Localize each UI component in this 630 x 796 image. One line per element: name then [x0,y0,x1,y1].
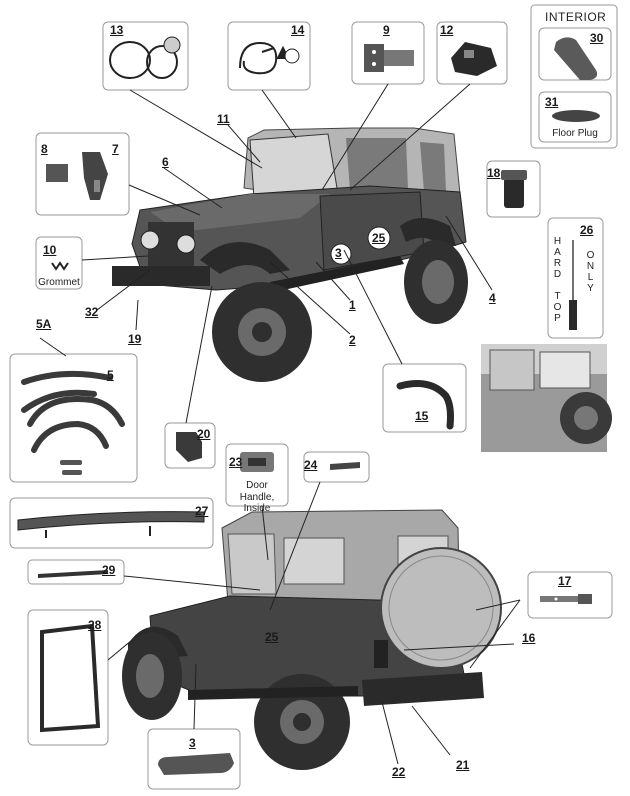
part-17-drawing [540,594,592,604]
callout-2[interactable]: 2 [349,333,356,347]
callout-22[interactable]: 22 [392,765,406,779]
callout-27[interactable]: 27 [195,504,209,518]
part-8-7-drawing [46,152,108,200]
callout-25-rear[interactable]: 25 [265,630,279,644]
callout-32[interactable]: 32 [85,305,99,319]
callout-29[interactable]: 29 [102,563,116,577]
callout-30[interactable]: 30 [590,31,604,45]
panel-17-bracket[interactable] [527,571,613,619]
callout-16[interactable]: 16 [522,631,536,645]
callout-19[interactable]: 19 [128,332,142,346]
panel-26-antenna[interactable] [547,217,604,339]
part-13-drawing [109,36,181,79]
hard-top-text: HARD TOP [552,236,563,324]
panel-28-seal[interactable] [27,609,109,746]
callout-3-front[interactable]: 3 [335,246,342,260]
part-23-drawing [240,452,274,472]
part-31-drawing [552,110,600,122]
callout-4[interactable]: 4 [489,291,496,305]
callout-23[interactable]: 23 [229,455,243,469]
part-9-drawing [364,44,414,72]
callout-25-front[interactable]: 25 [372,231,386,245]
part-30-drawing [554,37,598,80]
callout-5[interactable]: 5 [107,368,114,382]
callout-13[interactable]: 13 [110,23,124,37]
part-26-drawing [569,240,577,330]
callout-6[interactable]: 6 [162,155,169,169]
callout-10[interactable]: 10 [43,243,57,257]
floor-plug-caption: Floor Plug [552,128,598,139]
callout-12[interactable]: 12 [440,23,454,37]
part-5-small-drawing [60,460,82,475]
front-vehicle [112,127,468,382]
callout-14[interactable]: 14 [291,23,305,37]
callout-20[interactable]: 20 [197,427,211,441]
callout-3-rear[interactable]: 3 [189,736,196,750]
grommet-caption: Grommet [38,277,80,288]
callout-21[interactable]: 21 [456,758,470,772]
part-28-drawing [40,623,101,733]
callout-8[interactable]: 8 [41,142,48,156]
hardtop-photo [481,344,612,452]
callout-18[interactable]: 18 [487,166,501,180]
part-29-drawing [38,570,108,578]
part-14-drawing [239,41,300,75]
callout-26[interactable]: 26 [580,223,594,237]
part-20-drawing [176,432,202,462]
part-10-drawing [51,261,69,271]
hard-top-label: HARD TOP [551,236,563,324]
panel-5-flares[interactable] [9,353,138,483]
panel-8-7-bracket[interactable] [35,132,130,216]
callout-11[interactable]: 11 [217,112,230,126]
part-18-drawing [501,170,527,208]
part-24-drawing [330,462,360,470]
callout-1[interactable]: 1 [349,298,356,312]
callout-5a[interactable]: 5A [36,317,52,331]
panel-14-wiring[interactable] [227,21,311,91]
part-27-drawing [17,511,205,538]
door-handle-caption: Door Handle, Inside [239,480,275,514]
part-3-bottom-drawing [158,753,234,775]
only-label: ONLY [584,250,596,294]
callout-7[interactable]: 7 [112,142,119,156]
rear-vehicle [122,509,502,770]
part-15-drawing [396,380,454,430]
callout-24[interactable]: 24 [304,458,318,472]
callout-31[interactable]: 31 [545,95,559,109]
callout-15[interactable]: 15 [415,409,429,423]
callout-28[interactable]: 28 [88,618,102,632]
callout-9[interactable]: 9 [383,23,390,37]
leader-lines [39,83,521,765]
part-5-drawing [21,370,125,453]
callout-17[interactable]: 17 [558,574,572,588]
interior-heading: INTERIOR [545,10,607,24]
only-text: ONLY [585,250,596,294]
panel-15-weatherstrip[interactable] [382,363,467,433]
part-12-drawing [451,42,497,76]
